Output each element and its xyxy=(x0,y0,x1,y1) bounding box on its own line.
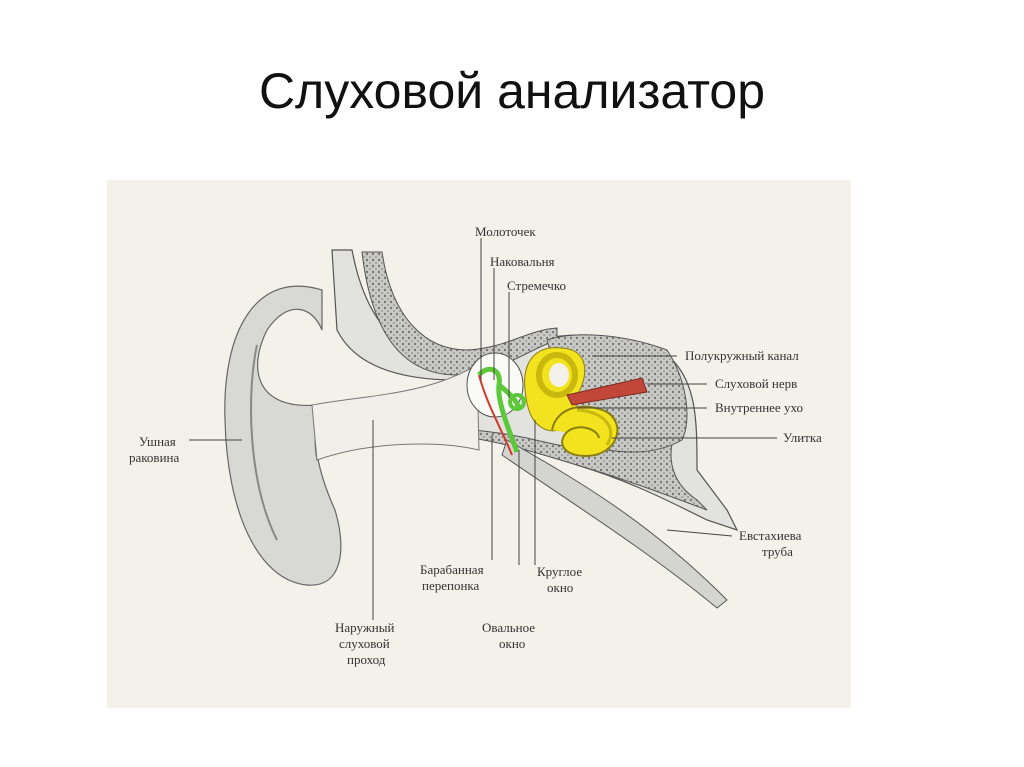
label-ear-canal-1: Наружный xyxy=(335,620,394,635)
label-auditory-nerve: Слуховой нерв xyxy=(715,376,797,391)
label-inner-ear: Внутреннее ухо xyxy=(715,400,803,415)
label-ear-canal-3: проход xyxy=(347,652,386,667)
label-eustachian-tube-1: Евстахиева xyxy=(739,528,802,543)
slide-title: Слуховой анализатор xyxy=(258,63,766,119)
label-eardrum-1: Барабанная xyxy=(420,562,484,577)
label-round-window-1: Круглое xyxy=(537,564,582,579)
label-stirrup: Стремечко xyxy=(507,278,566,293)
ear-canal xyxy=(311,364,480,461)
label-auricle-2: раковина xyxy=(129,450,179,465)
label-eustachian-tube-2: труба xyxy=(762,544,793,559)
semicircular-canal xyxy=(536,352,578,398)
label-oval-window-2: окно xyxy=(499,636,525,651)
ear-anatomy-diagram: Молоточек Наковальня Стремечко Полукружн… xyxy=(107,180,851,708)
label-auricle-1: Ушная xyxy=(139,434,176,449)
label-ear-canal-2: слуховой xyxy=(339,636,390,651)
label-hammer: Молоточек xyxy=(475,224,536,239)
label-oval-window-1: Овальное xyxy=(482,620,535,635)
auditory-nerve xyxy=(566,377,648,406)
ear-diagram-svg: Молоточек Наковальня Стремечко Полукружн… xyxy=(129,224,822,667)
label-anvil: Наковальня xyxy=(490,254,555,269)
label-semicircular-canal: Полукружный канал xyxy=(685,348,799,363)
eardrum xyxy=(478,374,513,456)
cochlea xyxy=(551,405,619,458)
label-round-window-2: окно xyxy=(547,580,573,595)
eustachian-tube xyxy=(501,439,728,609)
label-cochlea: Улитка xyxy=(783,430,822,445)
label-eardrum-2: перепонка xyxy=(422,578,480,593)
